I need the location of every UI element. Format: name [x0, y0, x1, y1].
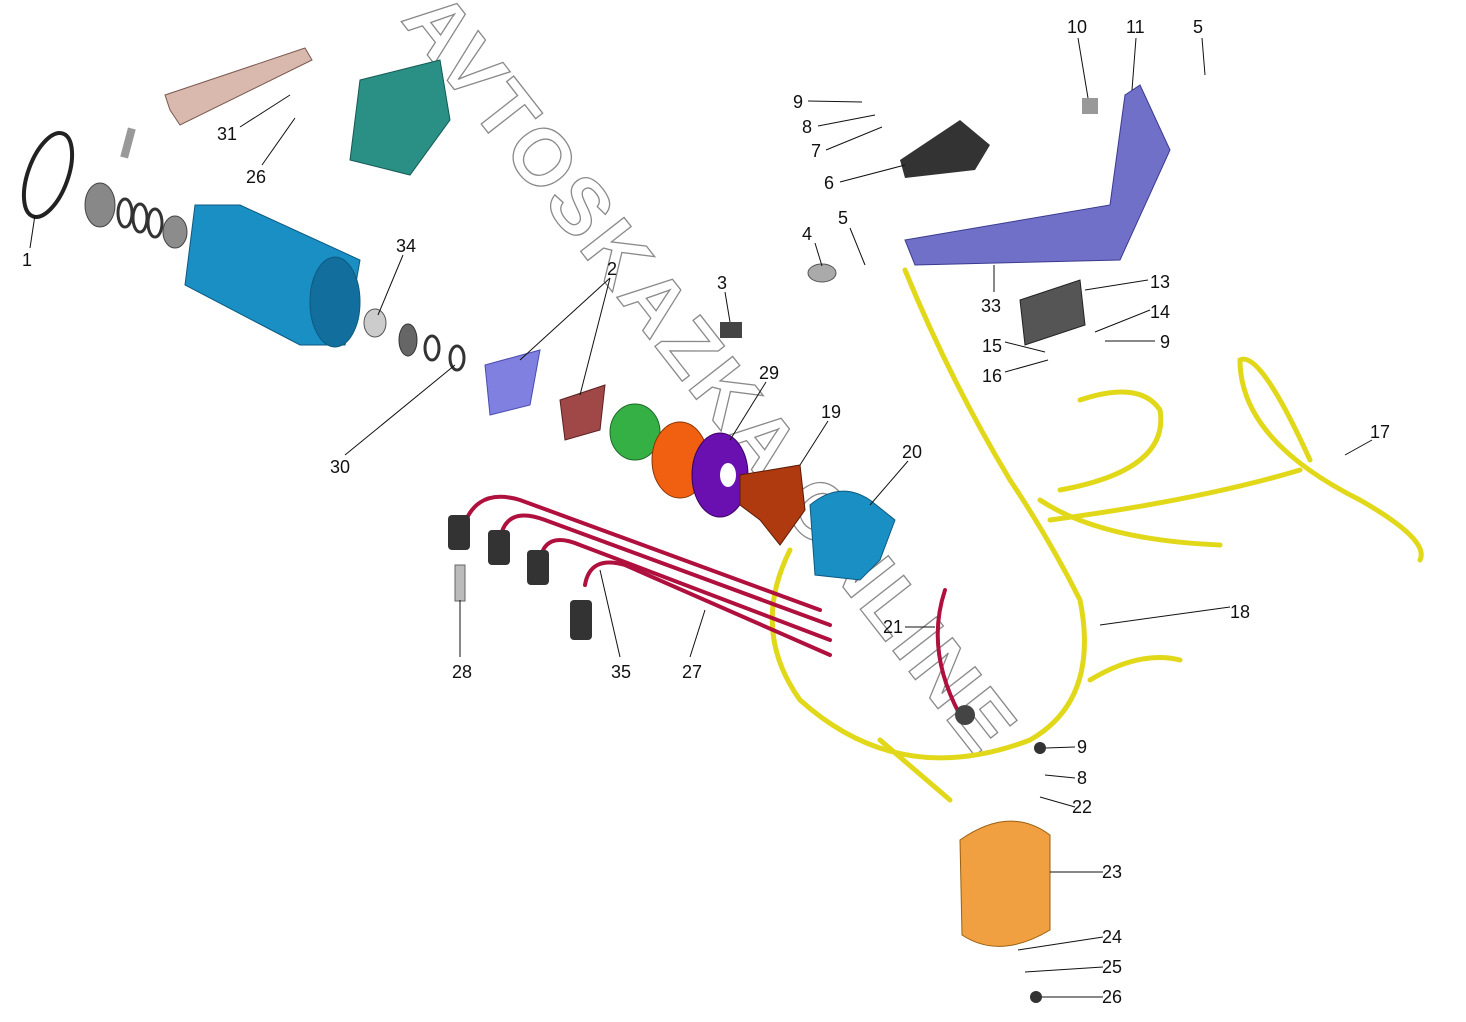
- label-28: 28: [452, 662, 472, 682]
- part-2-plate: [484, 349, 541, 416]
- label-16: 16: [982, 366, 1002, 386]
- part-11-bracket: [904, 84, 1171, 266]
- part-bearing: [84, 182, 116, 228]
- label-1: 1: [22, 250, 32, 270]
- part-3-connector: [720, 322, 742, 338]
- label-7: 7: [811, 141, 821, 161]
- label-18: 18: [1230, 602, 1250, 622]
- label-5: 5: [1193, 17, 1203, 37]
- label-29: 29: [759, 363, 779, 383]
- parts: [21, 47, 1171, 1003]
- part-28-spark-plug: [454, 564, 466, 602]
- label-23: 23: [1102, 862, 1122, 882]
- part-13-module: [1019, 279, 1086, 346]
- label-33: 33: [981, 296, 1001, 316]
- label-13: 13: [1150, 272, 1170, 292]
- label-3: 3: [717, 273, 727, 293]
- part-bracket-plate: [164, 47, 313, 126]
- label-9b: 9: [1160, 332, 1170, 352]
- label-10: 10: [1067, 17, 1087, 37]
- label-34: 34: [396, 236, 416, 256]
- label-20: 20: [902, 442, 922, 462]
- label-9c: 9: [1077, 737, 1087, 757]
- part-6-module: [900, 120, 990, 178]
- part-coil-body: [959, 820, 1051, 947]
- label-26b: 26: [1102, 987, 1122, 1007]
- label-25: 25: [1102, 957, 1122, 977]
- label-17: 17: [1370, 422, 1390, 442]
- label-30: 30: [330, 457, 350, 477]
- label-4: 4: [802, 224, 812, 244]
- label-14: 14: [1150, 302, 1170, 322]
- label-35: 35: [611, 662, 631, 682]
- part-pin: [120, 127, 136, 159]
- label-24: 24: [1102, 927, 1122, 947]
- label-5b: 5: [838, 208, 848, 228]
- part-green-ring: [609, 403, 661, 461]
- label-19: 19: [821, 402, 841, 422]
- label-15: 15: [982, 336, 1002, 356]
- label-9: 9: [793, 92, 803, 112]
- label-8: 8: [802, 117, 812, 137]
- label-8b: 8: [1077, 768, 1087, 788]
- label-27: 27: [682, 662, 702, 682]
- label-2: 2: [607, 259, 617, 279]
- label-21: 21: [883, 617, 903, 637]
- label-11: 11: [1126, 17, 1145, 37]
- part-10-bushing: [1082, 98, 1098, 114]
- part-20-cap: [809, 490, 896, 581]
- wiring-harness: [448, 267, 1424, 803]
- leader-lines: [29, 37, 1373, 998]
- part-rotor: [559, 384, 606, 441]
- part-4-sleeve: [807, 263, 837, 283]
- label-26: 26: [246, 167, 266, 187]
- label-31: 31: [217, 124, 237, 144]
- label-22: 22: [1072, 797, 1092, 817]
- part-1-o-ring: [21, 131, 75, 219]
- label-6: 6: [824, 173, 834, 193]
- part-labels: 1 10 11 5 9 8 7 6 31 26 34 4 5 2 3 33 13…: [22, 17, 1390, 1007]
- part-vacuum-advance: [349, 59, 451, 176]
